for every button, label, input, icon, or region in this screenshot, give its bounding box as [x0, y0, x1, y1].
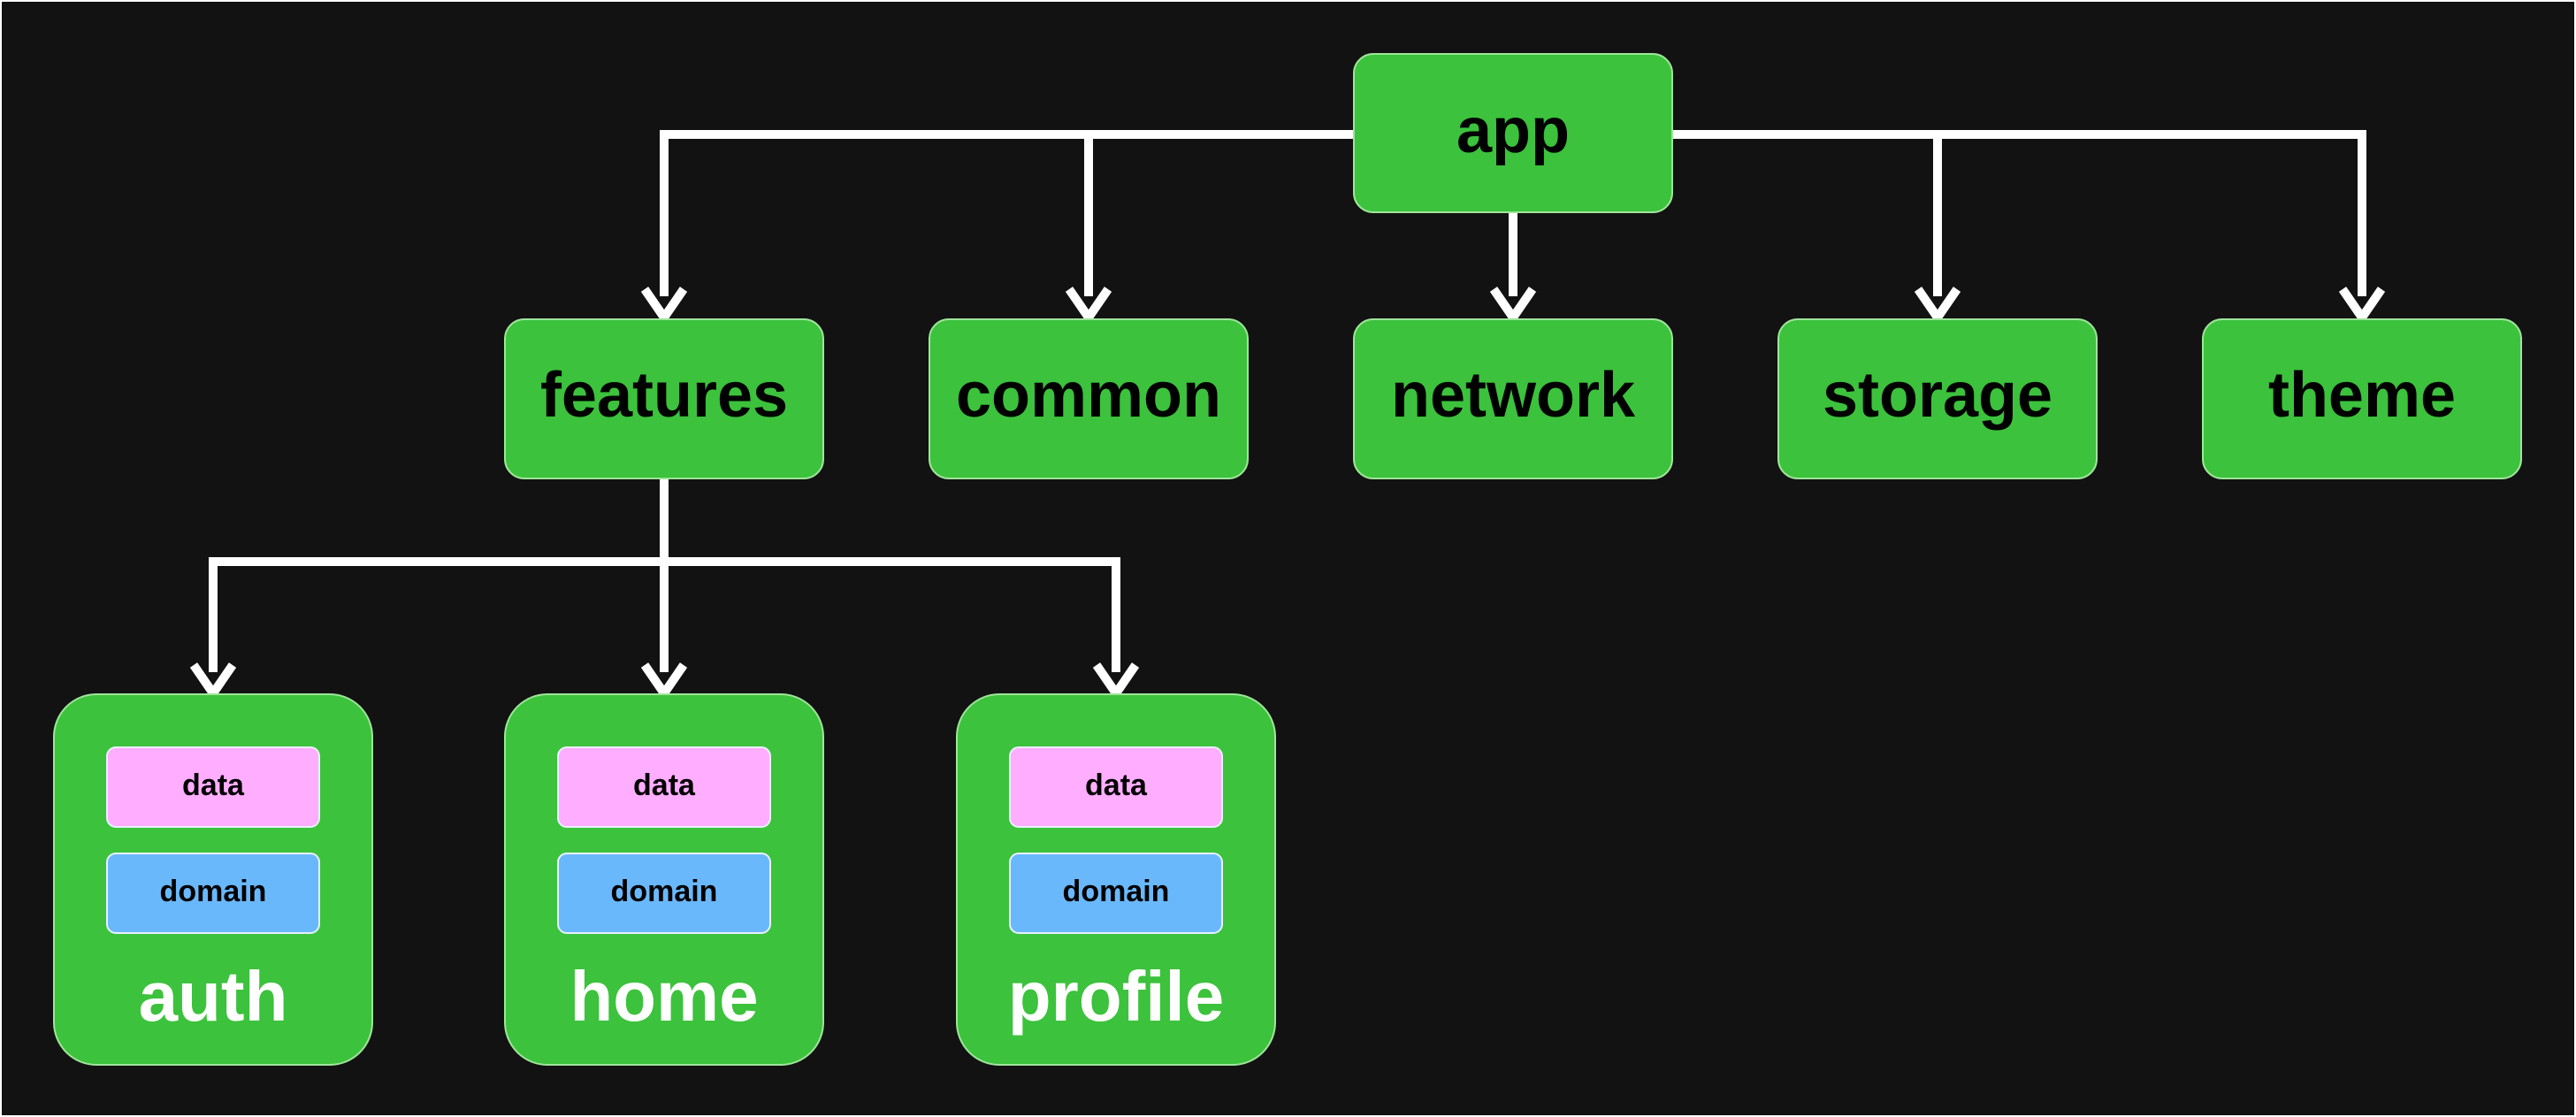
arrowhead-common: [1065, 287, 1112, 325]
node-storage: storage: [1777, 318, 2098, 479]
node-theme-label: theme: [2268, 360, 2456, 431]
module-home-label: home: [569, 957, 758, 1036]
node-app-label: app: [1456, 96, 1570, 166]
node-features-label: features: [540, 360, 788, 431]
module-auth: data domain auth: [53, 693, 373, 1066]
node-app: app: [1353, 53, 1673, 213]
arrowhead-network: [1489, 287, 1537, 325]
module-auth-data-label: data: [182, 769, 245, 802]
edge-features-auth: [209, 478, 669, 672]
module-profile-domain-label: domain: [1063, 875, 1170, 908]
module-home-domain-label: domain: [611, 875, 718, 908]
connectors: [209, 130, 2366, 672]
arrowhead-features: [640, 287, 688, 325]
node-theme: theme: [2202, 318, 2522, 479]
module-profile-domain-layer: domain: [1009, 853, 1223, 934]
node-common-label: common: [956, 360, 1221, 431]
node-network-label: network: [1391, 360, 1636, 431]
module-profile-data-layer: data: [1009, 746, 1223, 828]
edge-features-profile: [664, 557, 1120, 672]
module-auth-domain-label: domain: [160, 875, 267, 908]
node-features: features: [504, 318, 824, 479]
edge-app-theme: [1938, 130, 2366, 296]
module-auth-label: auth: [139, 957, 288, 1036]
module-auth-domain-layer: domain: [106, 853, 320, 934]
arrowhead-storage: [1914, 287, 1961, 325]
module-home: data domain home: [504, 693, 824, 1066]
module-home-domain-layer: domain: [557, 853, 771, 934]
module-profile-label: profile: [1008, 957, 1224, 1036]
module-profile: data domain profile: [956, 693, 1276, 1066]
node-common: common: [929, 318, 1249, 479]
node-storage-label: storage: [1823, 360, 2052, 431]
module-home-data-layer: data: [557, 746, 771, 828]
arrowhead-theme: [2338, 287, 2386, 325]
edge-app-features: [660, 130, 1354, 296]
module-profile-data-label: data: [1085, 769, 1148, 802]
node-network: network: [1353, 318, 1673, 479]
module-auth-data-layer: data: [106, 746, 320, 828]
module-home-data-label: data: [633, 769, 696, 802]
